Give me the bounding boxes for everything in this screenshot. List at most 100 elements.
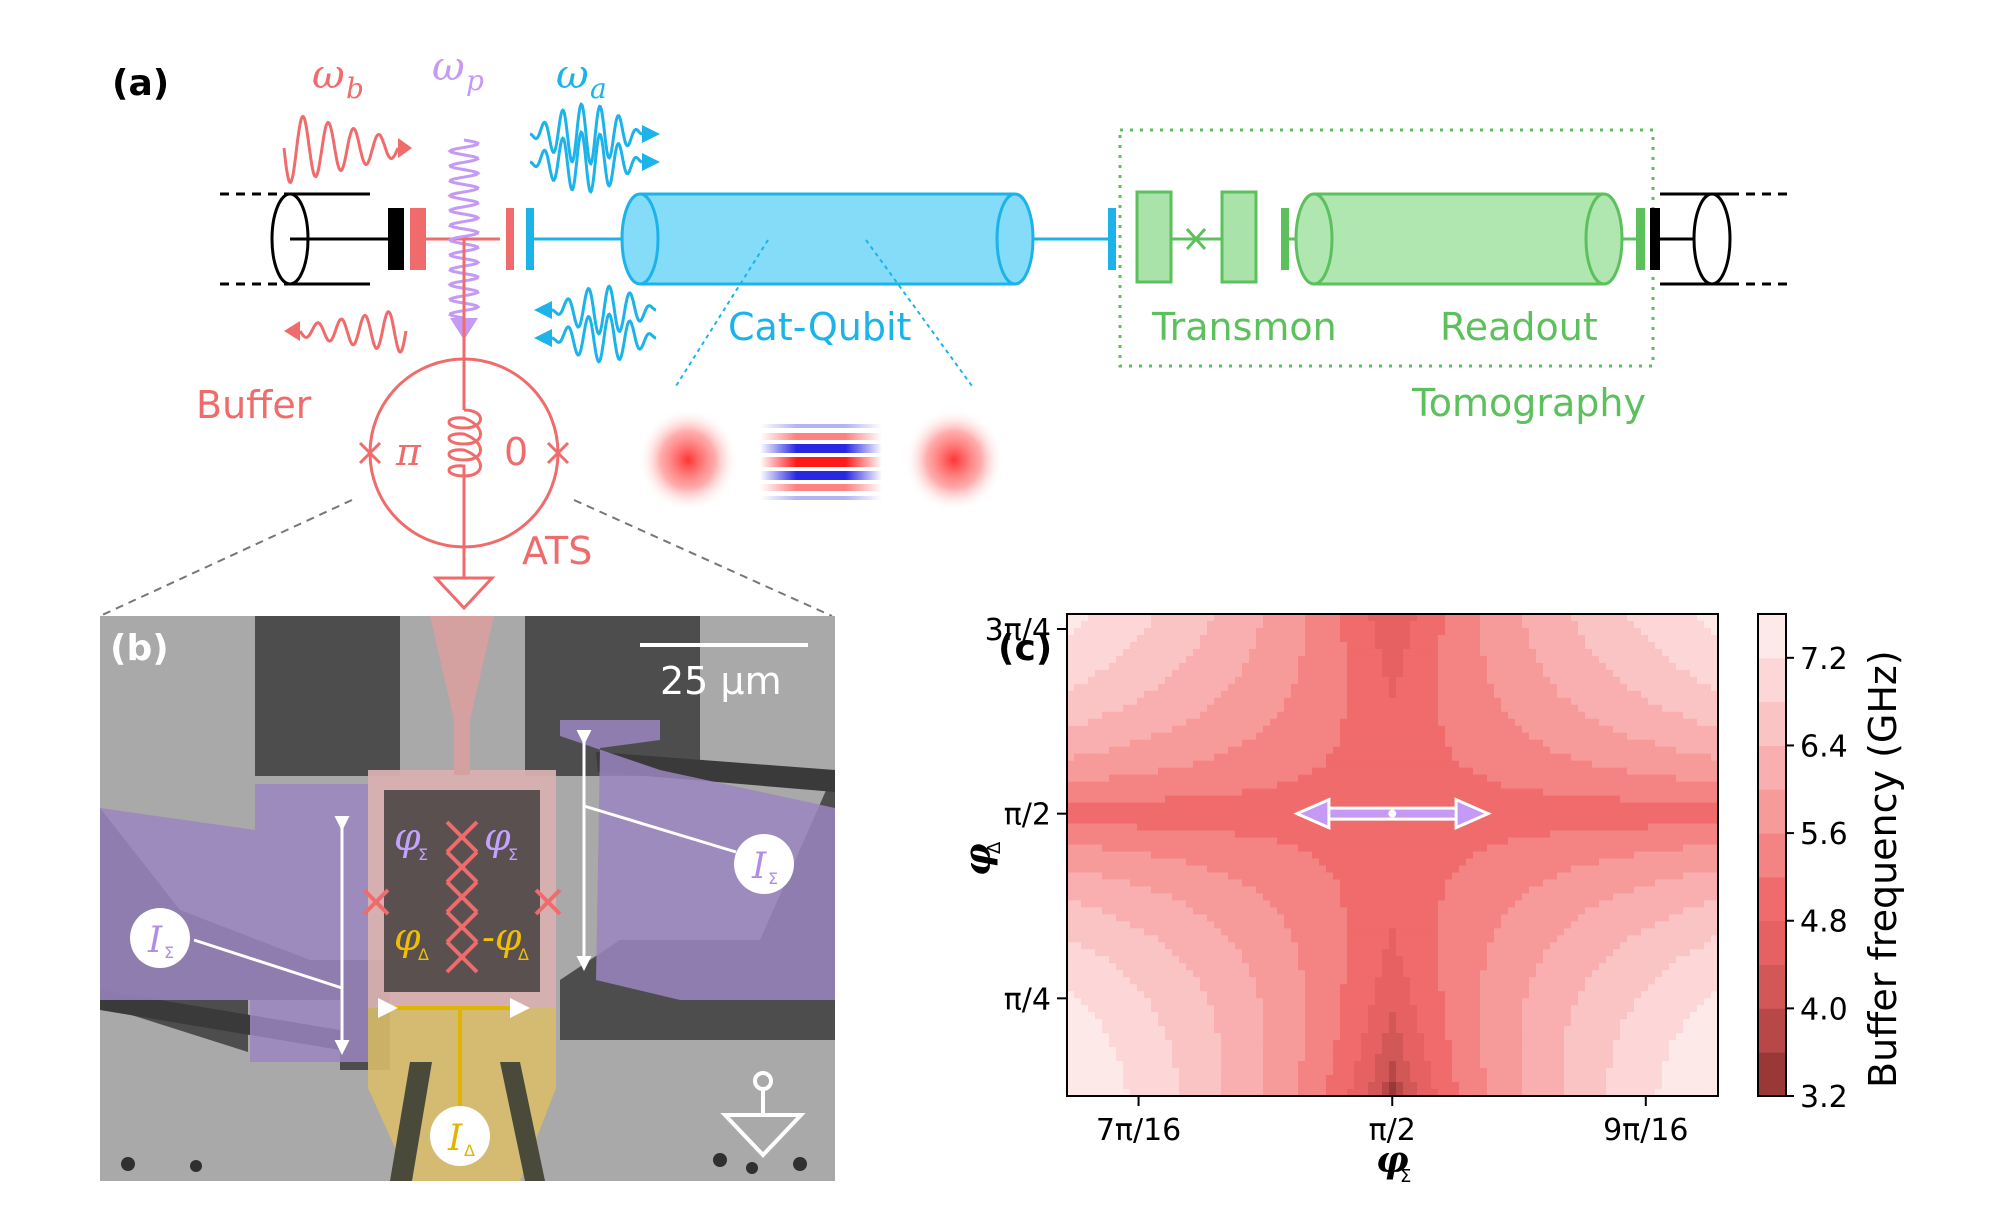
heatmap-cell [1424,823,1432,832]
heatmap-cell [1095,774,1103,783]
heatmap-cell [1102,837,1110,846]
heatmap-cell [1312,900,1320,908]
heatmap-cell [1256,683,1264,692]
heatmap-cell [1109,977,1117,985]
heatmap-cell [1081,739,1089,748]
heatmap-cell [1291,704,1299,713]
heatmap-cell [1592,648,1600,657]
heatmap-cell [1522,858,1530,867]
heatmap-cell [1466,879,1474,888]
heatmap-cell [1480,732,1488,741]
heatmap-cell [1249,816,1257,825]
heatmap-cell [1655,942,1663,950]
heatmap-cell [1389,865,1397,874]
heatmap-cell [1466,788,1474,797]
heatmap-cell [1410,767,1418,776]
heatmap-cell [1277,837,1285,846]
heatmap-cell [1676,921,1684,929]
heatmap-cell [1158,795,1166,804]
heatmap-cell [1165,837,1173,846]
heatmap-cell [1228,767,1236,776]
heatmap-cell [1648,676,1656,685]
heatmap-cell [1270,669,1278,678]
heatmap-cell [1445,690,1453,699]
heatmap-cell [1522,732,1530,741]
heatmap-cell [1256,725,1264,734]
heatmap-cell [1536,774,1544,783]
heatmap-cell [1690,704,1698,713]
heatmap-cell [1487,655,1495,664]
heatmap-cell [1088,760,1096,769]
heatmap-cell [1613,858,1621,867]
heatmap-cell [1242,921,1250,929]
heatmap-cell [1116,662,1124,671]
heatmap-cell [1305,746,1313,755]
heatmap-cell [1284,802,1292,811]
heatmap-cell [1172,844,1180,853]
heatmap-cell [1438,781,1446,790]
heatmap-cell [1452,872,1460,881]
heatmap-cell [1557,795,1565,804]
heatmap-cell [1368,949,1376,957]
heatmap-cell [1305,641,1313,650]
heatmap-cell [1648,970,1656,978]
heatmap-cell [1172,739,1180,748]
heatmap-cell [1305,851,1313,860]
heatmap-cell [1438,676,1446,685]
heatmap-cell [1410,648,1418,657]
heatmap-cell [1627,641,1635,650]
heatmap-cell [1396,704,1404,713]
heatmap-cell [1312,753,1320,762]
heatmap-cell [1081,655,1089,664]
heatmap-cell [1662,767,1670,776]
heatmap-cell [1585,718,1593,727]
heatmap-cell [1438,928,1446,936]
heatmap-cell [1235,956,1243,964]
heatmap-cell [1067,977,1075,985]
heatmap-cell [1599,935,1607,943]
heatmap-cell [1522,774,1530,783]
heatmap-cell [1235,739,1243,748]
heatmap-cell [1683,942,1691,950]
heatmap-cell [1438,823,1446,832]
heatmap-cell [1333,781,1341,790]
heatmap-cell [1165,851,1173,860]
heatmap-cell [1683,760,1691,769]
heatmap-cell [1564,935,1572,943]
heatmap-cell [1151,935,1159,943]
heatmap-cell [1648,718,1656,727]
heatmap-cell [1697,676,1705,685]
heatmap-cell [1102,718,1110,727]
heatmap-cell [1529,795,1537,804]
heatmap-cell [1158,683,1166,692]
heatmap-cell [1235,774,1243,783]
heatmap-cell [1578,620,1586,629]
heatmap-cell [1599,641,1607,650]
heatmap-cell [1207,949,1215,957]
heatmap-cell [1263,963,1271,971]
heatmap-cell [1109,704,1117,713]
heatmap-cell [1508,830,1516,839]
heatmap-cell [1284,914,1292,922]
heatmap-cell [1382,697,1390,706]
heatmap-cell [1298,732,1306,741]
heatmap-cell [1389,732,1397,741]
heatmap-cell [1256,718,1264,727]
heatmap-cell [1284,774,1292,783]
heatmap-cell [1445,956,1453,964]
heatmap-cell [1137,858,1145,867]
heatmap-cell [1130,823,1138,832]
heatmap-cell [1613,935,1621,943]
heatmap-cell [1711,697,1718,706]
heatmap-cell [1501,809,1509,818]
heatmap-cell [1550,907,1558,915]
heatmap-cell [1403,886,1411,895]
heatmap-cell [1480,872,1488,881]
heatmap-cell [1536,921,1544,929]
heatmap-cell [1326,683,1334,692]
heatmap-cell [1340,788,1348,797]
heatmap-cell [1144,683,1152,692]
heatmap-cell [1158,662,1166,671]
heatmap-cell [1389,620,1397,629]
heatmap-cell [1137,851,1145,860]
